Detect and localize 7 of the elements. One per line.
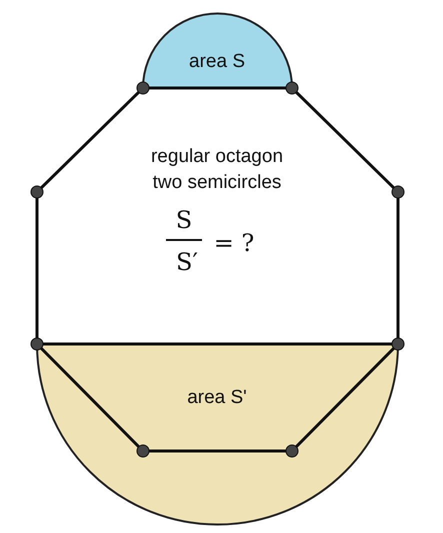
area-label: area S' — [187, 387, 247, 409]
ratio-equals-question: = ? — [214, 229, 254, 257]
description-text: regular octagon — [150, 146, 284, 168]
ratio-denominator: S′ — [176, 248, 198, 276]
ratio-numerator: S — [176, 206, 192, 234]
description-text: two semicircles — [152, 172, 282, 194]
area-label: area S — [189, 51, 245, 73]
